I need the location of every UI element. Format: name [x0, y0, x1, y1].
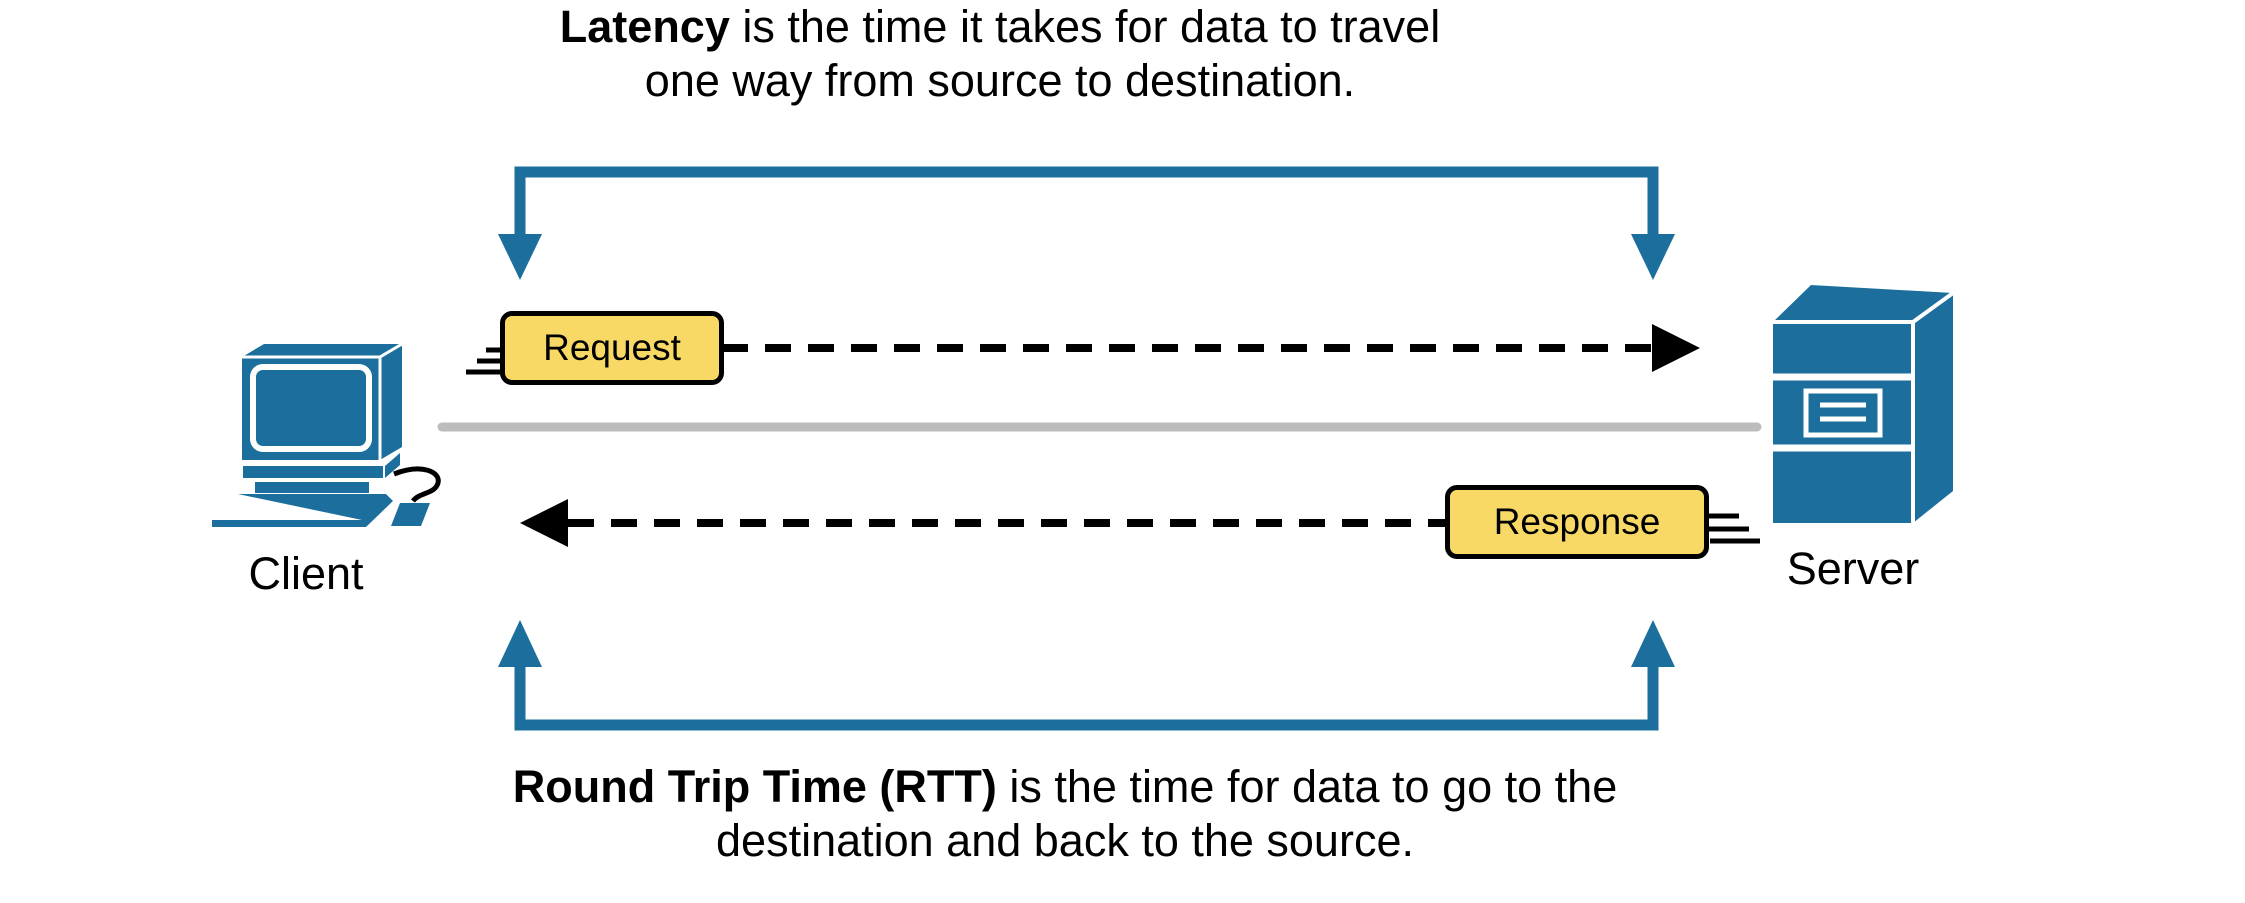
rtt-bracket-right-arrowhead	[1631, 620, 1675, 667]
latency-bracket-left-arrowhead	[498, 234, 542, 280]
rtt-caption-line1: Round Trip Time (RTT) is the time for da…	[400, 760, 1730, 814]
latency-term: Latency	[559, 1, 730, 52]
response-arrow	[520, 499, 1760, 547]
latency-bracket-right-arrowhead	[1631, 234, 1675, 280]
response-arrowhead-icon	[520, 499, 568, 547]
request-arrowhead-icon	[1652, 324, 1700, 372]
server-tower-icon	[1773, 285, 1955, 523]
server-drive-bay	[1803, 388, 1883, 438]
rtt-bracket-left-arrowhead	[498, 620, 542, 667]
request-box: Request	[500, 311, 724, 385]
server-label: Server	[1786, 543, 1920, 594]
rtt-caption-rest: is the time for data to go to the	[996, 761, 1618, 812]
rtt-term: Round Trip Time (RTT)	[512, 761, 997, 812]
mouse-cable	[393, 466, 441, 503]
client-label: Client	[248, 548, 364, 599]
response-box: Response	[1445, 485, 1709, 559]
response-speed-lines-icon	[1705, 513, 1760, 544]
rtt-bracket	[498, 620, 1675, 731]
latency-caption-line1: Latency is the time it takes for data to…	[330, 0, 1670, 54]
desktop-computer-icon	[212, 342, 441, 527]
latency-caption-rest: is the time it takes for data to travel	[729, 1, 1441, 52]
mouse-icon	[391, 503, 430, 526]
rtt-caption: Round Trip Time (RTT) is the time for da…	[400, 760, 1730, 868]
latency-bracket	[498, 166, 1675, 280]
latency-caption-line2: one way from source to destination.	[644, 55, 1356, 106]
rtt-caption-line2: destination and back to the source.	[716, 815, 1414, 866]
keyboard-icon	[212, 494, 393, 527]
latency-caption: Latency is the time it takes for data to…	[330, 0, 1670, 108]
monitor-screen	[250, 364, 372, 452]
